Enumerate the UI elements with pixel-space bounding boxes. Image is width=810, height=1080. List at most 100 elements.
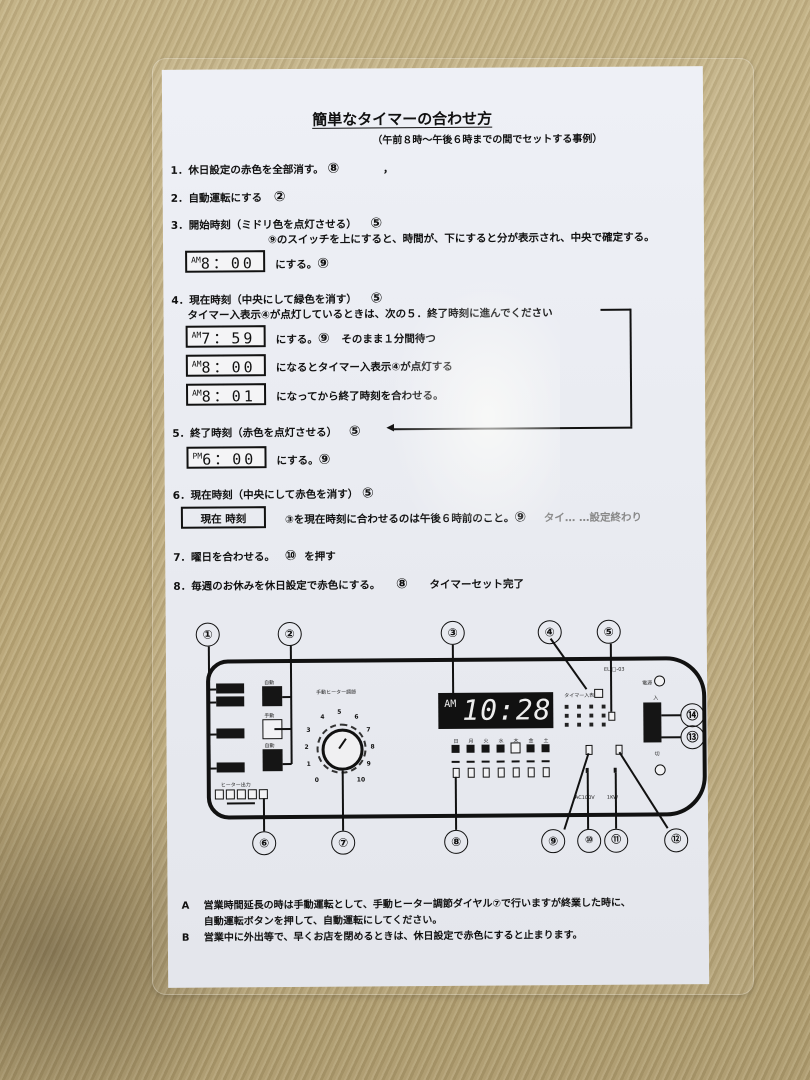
display-caption: にする。⑨ bbox=[276, 452, 330, 468]
wattage-label: 1KW bbox=[606, 794, 619, 801]
step-text: 曜日を合わせる。 bbox=[190, 551, 276, 564]
step-number: 8． bbox=[173, 580, 192, 593]
dash bbox=[466, 760, 475, 763]
mode-selector-switch[interactable] bbox=[608, 711, 616, 721]
leader-line bbox=[661, 714, 682, 716]
caption-text: にする。 bbox=[275, 258, 318, 272]
ref-circle: ⑤ bbox=[370, 215, 383, 232]
step-3-detail: ⑨のスイッチを上にすると、時間が、下にすると分が表示され、中央で確定する。 bbox=[267, 231, 655, 247]
step-8: 8．毎週のお休みを休日設定で赤色にする。 ⑧ タイマーセット完了 bbox=[173, 575, 524, 593]
day-led bbox=[496, 744, 505, 753]
arrow-head-icon: ◀ bbox=[386, 422, 395, 434]
callout-12: ⑫ bbox=[664, 828, 689, 853]
ref-circle: ⑨ bbox=[317, 330, 330, 347]
faded-text: タイ… …設定終わり bbox=[543, 511, 643, 525]
holiday-switch[interactable] bbox=[512, 767, 520, 778]
step-6: 6．現在時刻（中央にして赤色を消す） ⑤ bbox=[173, 485, 374, 502]
ampm: PM bbox=[192, 451, 203, 461]
power-on-button[interactable] bbox=[654, 675, 666, 687]
mode-label: 自動 bbox=[264, 743, 275, 750]
heater-dial[interactable] bbox=[321, 728, 364, 771]
mode-dots: ■ ■ ■ ■ bbox=[564, 703, 609, 711]
ampm: AM bbox=[191, 255, 201, 265]
note-a: A 営業時間延長の時は手動運転として、手動ヒーター調節ダイヤル⑦で行いますが終業し… bbox=[182, 894, 631, 912]
step-number: 3． bbox=[170, 219, 189, 232]
on-label: 入 bbox=[653, 695, 659, 702]
day-led bbox=[526, 744, 535, 753]
time-value: 8：00 bbox=[200, 254, 255, 273]
step-after: タイマーセット完了 bbox=[429, 578, 525, 592]
callout-10: ⑩ bbox=[577, 828, 602, 854]
holiday-switch[interactable] bbox=[542, 767, 550, 778]
leader-line bbox=[282, 763, 292, 765]
holiday-switch[interactable] bbox=[497, 767, 505, 778]
auto-mode-button-2[interactable] bbox=[262, 749, 283, 772]
time-value: 8：00 bbox=[201, 358, 256, 377]
ref-circle: ② bbox=[273, 189, 286, 206]
note-label: B bbox=[181, 932, 190, 944]
page-title: 簡単なタイマーの合わせ方 bbox=[312, 109, 493, 129]
auto-mode-button[interactable] bbox=[262, 686, 283, 707]
day-led bbox=[451, 744, 460, 753]
leader-line bbox=[208, 767, 217, 770]
time-display-box: AM7：59 bbox=[185, 325, 266, 348]
callout-9: ⑨ bbox=[541, 829, 566, 854]
box-caption: ③を現在時刻に合わせるのは午後６時前のこと。⑨ タイ… …設定終わり bbox=[285, 509, 642, 527]
current-time-box: 現在 時刻 bbox=[180, 506, 267, 529]
arrow-line-bottom bbox=[392, 426, 633, 430]
step-4-detail: タイマー入表示④が点灯しているときは、次の５．終了時刻に進んでください bbox=[187, 307, 553, 322]
callout-6: ⑥ bbox=[252, 831, 277, 856]
dial-pointer bbox=[338, 738, 347, 750]
leader-line bbox=[208, 701, 217, 704]
holiday-switch[interactable] bbox=[527, 767, 535, 778]
note-line: 営業時間延長の時は手動運転として、手動ヒーター調節ダイヤル⑦で行いますが終業した… bbox=[203, 897, 631, 912]
time-display-box: PM6：00 bbox=[186, 446, 267, 469]
power-off-button[interactable] bbox=[654, 764, 666, 776]
holiday-led bbox=[216, 762, 245, 773]
clock-display: AM 10:28 bbox=[438, 692, 554, 729]
callout-5: ⑤ bbox=[596, 619, 621, 644]
time-display-box: AM8：00 bbox=[185, 250, 266, 273]
heater-level-indicator bbox=[225, 789, 235, 800]
heater-level-indicator bbox=[247, 789, 257, 800]
dial-number: 3 bbox=[306, 726, 311, 734]
time-display-box: AM8：01 bbox=[185, 383, 267, 406]
heater-output-label: ヒーター出力 bbox=[220, 782, 251, 789]
step-text: 現在時刻（中央にして緑色を消す） bbox=[189, 293, 357, 307]
dash bbox=[481, 760, 490, 763]
leader-line bbox=[451, 644, 454, 695]
step-number: 2． bbox=[170, 192, 189, 205]
power-label: 電源 bbox=[642, 680, 653, 687]
step-3: 3．開始時刻（ミドリ色を点灯させる） ⑤ bbox=[171, 215, 382, 232]
day-label: 火 bbox=[483, 738, 489, 745]
leader-line bbox=[282, 696, 292, 698]
dash bbox=[526, 760, 535, 763]
caption-after: そのまま１分間待つ bbox=[341, 332, 436, 346]
holiday-switch[interactable] bbox=[467, 767, 475, 778]
power-switch[interactable] bbox=[643, 702, 662, 743]
display-caption: になるとタイマー入表示④が点灯する bbox=[275, 360, 453, 375]
step-number: 7． bbox=[173, 551, 192, 564]
caption-text: にする。 bbox=[275, 333, 318, 347]
step-text: 毎週のお休みを休日設定で赤色にする。 bbox=[191, 579, 381, 593]
arrow-line-vertical bbox=[629, 308, 632, 427]
callout-13: ⑬ bbox=[680, 725, 705, 750]
step-text: 開始時刻（ミドリ色を点灯させる） bbox=[188, 218, 357, 232]
dial-number: 6 bbox=[354, 713, 359, 721]
timer-indicator-lamp bbox=[594, 688, 604, 698]
dial-number: 5 bbox=[337, 708, 342, 716]
holiday-switch[interactable] bbox=[482, 767, 490, 778]
note-a-line-2: 自動運転ボタンを押して、自動運転にしてください。 bbox=[203, 914, 443, 928]
step-5: 5．終了時刻（赤色を点灯させる） ⑤ bbox=[172, 424, 360, 441]
leader-line bbox=[262, 798, 265, 832]
note-label: A bbox=[181, 900, 190, 912]
callout-11: ⑪ bbox=[604, 828, 629, 853]
step-4: 4．現在時刻（中央にして緑色を消す） ⑤ bbox=[171, 290, 382, 307]
leader-line bbox=[661, 736, 682, 738]
time-value: 8：01 bbox=[201, 387, 256, 406]
caption-text: にする。 bbox=[276, 454, 319, 468]
dial-label: 手動ヒーター調節 bbox=[316, 689, 357, 696]
day-label: 月 bbox=[468, 738, 474, 745]
dash bbox=[496, 760, 505, 763]
